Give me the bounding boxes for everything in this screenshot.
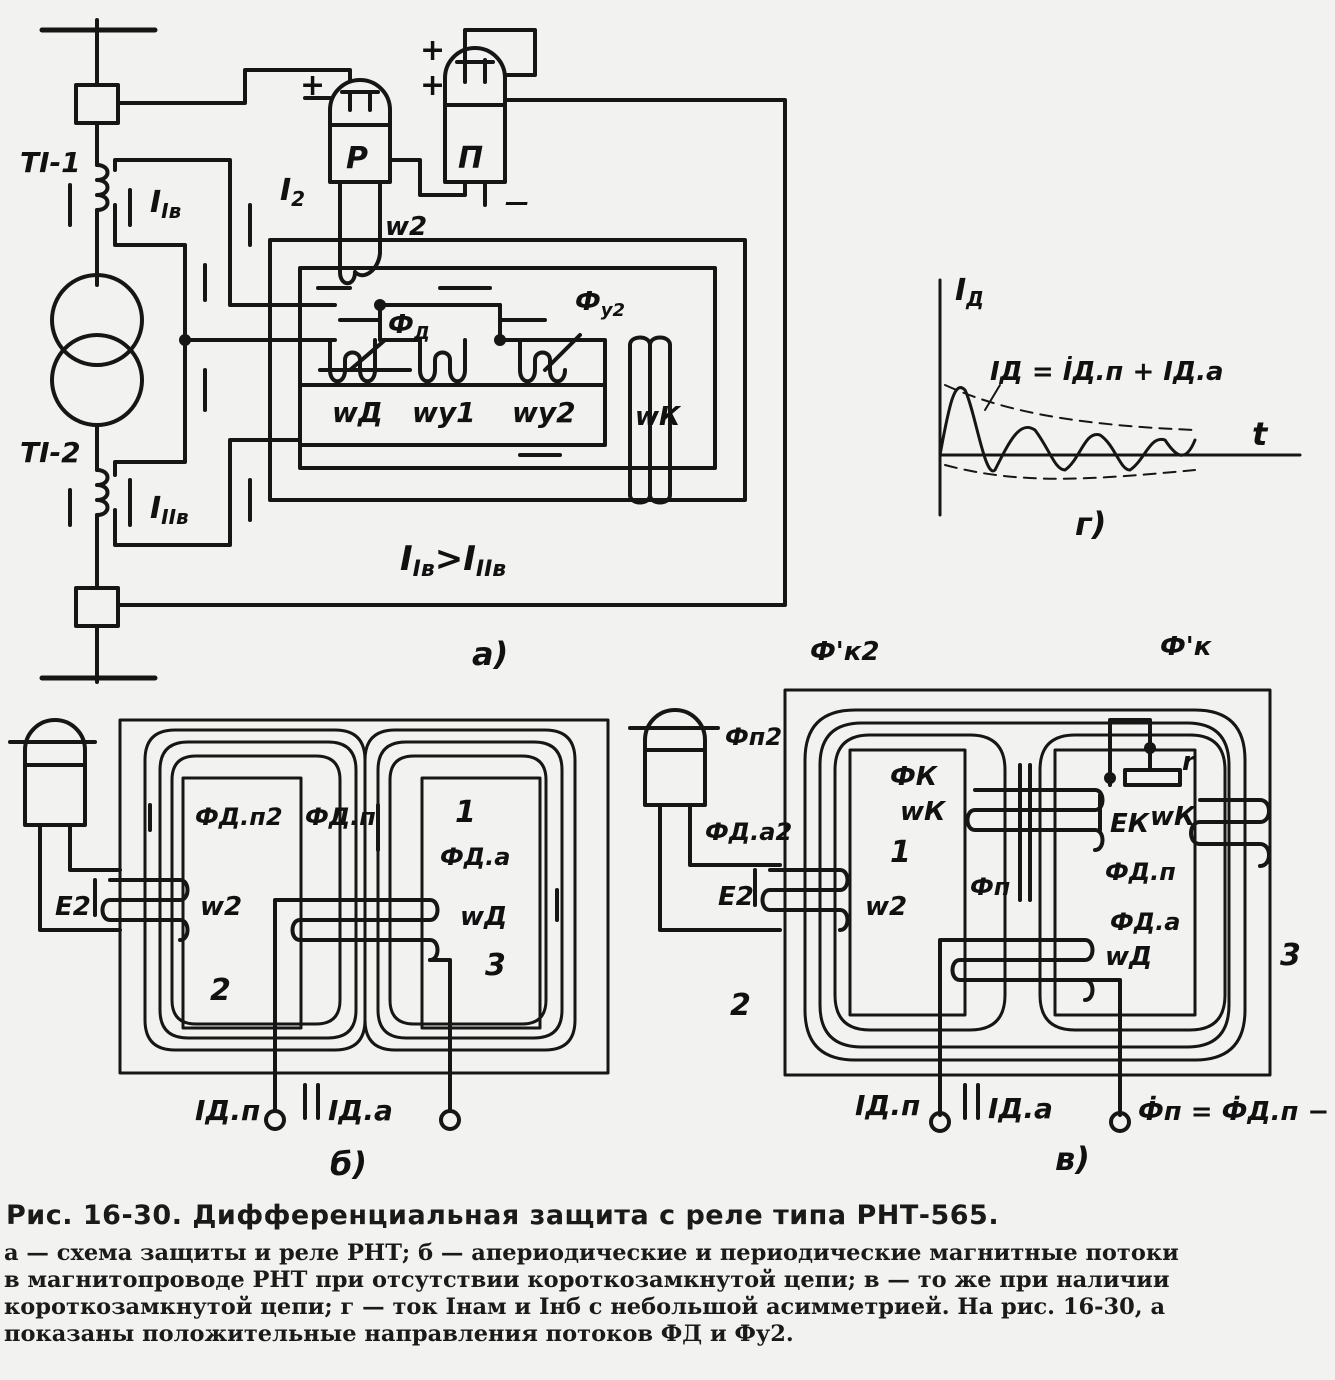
- label-ti2: TI-2: [20, 436, 81, 469]
- caption-line: в магнитопроводе РНТ при отсутствии коро…: [4, 1267, 1170, 1293]
- graph-formula: IД = İД.п + IД.а: [990, 355, 1224, 387]
- label-ti1: TI-1: [20, 146, 81, 179]
- label-w2-a: w2: [385, 212, 427, 242]
- caption-line: показаны положительные направления поток…: [4, 1321, 794, 1347]
- relay-pi-label: П: [458, 141, 483, 176]
- label-v-phik-inner: ФК: [890, 762, 939, 792]
- relay-p-body: [328, 78, 392, 184]
- graph-y-label: IД: [955, 273, 984, 311]
- label-v-wd: wД: [1105, 942, 1152, 972]
- caption-line: а — схема защиты и реле РНТ; б — апериод…: [4, 1240, 1179, 1266]
- label-v-r: r: [1182, 747, 1197, 777]
- label-wy2: wу2: [512, 396, 576, 429]
- label-v-1: 1: [890, 835, 911, 870]
- label-b-ida: IД.а: [328, 1094, 393, 1127]
- label-b-w2: w2: [200, 892, 242, 922]
- label-condition: IIв>IIIв: [400, 539, 506, 582]
- power-transformer-winding-2: [50, 333, 144, 427]
- caption-line: короткозамкнутой цепи; г — ток Iнам и Iн…: [4, 1294, 1166, 1320]
- label-b-idp: IД.п: [195, 1094, 260, 1127]
- plus-sign-pi-2: +: [420, 68, 445, 103]
- label-v-3: 3: [1280, 938, 1301, 973]
- figure-caption-body: а — схема защиты и реле РНТ; б — апериод…: [4, 1240, 1330, 1348]
- label-i1b: IIв: [150, 185, 181, 223]
- label-v-phi-da2: ФД.а2: [705, 818, 792, 846]
- plus-sign-pi-1: +: [420, 33, 445, 68]
- label-v: в): [1055, 1140, 1090, 1178]
- core-outline-b: [118, 718, 610, 1075]
- label-phi-y2: Фу2: [575, 287, 625, 321]
- label-a: а): [472, 635, 508, 673]
- figure-caption-title: Рис. 16-30. Дифференциальная защита с ре…: [6, 1200, 1000, 1231]
- label-b-wd: wД: [460, 902, 507, 932]
- label-b-2: 2: [210, 973, 231, 1008]
- label-b-phi-dp: ФД.п: [305, 803, 376, 831]
- plus-sign-p: +: [300, 68, 325, 103]
- label-v-ida: IД.а: [988, 1092, 1053, 1125]
- diagram-v: [628, 688, 1272, 1133]
- label-v-phi-dp: ФД.п: [1105, 858, 1176, 886]
- breaker-bottom: [74, 586, 120, 628]
- label-v-e2: E2: [718, 882, 754, 912]
- label-v-wk: wК: [1150, 802, 1197, 832]
- label-phi-d: ФД: [388, 310, 430, 344]
- label-b: б): [330, 1145, 367, 1183]
- label-b-phi-da: ФД.а: [440, 843, 511, 871]
- label-i2b: IIIв: [150, 491, 189, 529]
- label-v-idp: IД.п: [855, 1089, 920, 1122]
- label-b-e2: E2: [55, 892, 91, 922]
- label-wy1: wу1: [412, 396, 476, 429]
- label-wd-a: wД: [332, 396, 383, 429]
- graph-t-label: t: [1252, 415, 1269, 453]
- relay-core-middle: [298, 266, 717, 470]
- diagram-a: [39, 18, 787, 684]
- label-v-phi-k2: Ф'к2: [810, 637, 879, 667]
- label-v-ek: EК: [1110, 809, 1151, 839]
- breaker-top: [74, 83, 120, 125]
- label-v-wk-inner: wК: [900, 797, 947, 827]
- label-g: г): [1075, 505, 1106, 543]
- figure-diagram: TI-1 TI-2 IIв IIIв I2 Р П + + + — w2 ФД …: [8, 18, 1335, 1183]
- diagram-b: [8, 718, 610, 1131]
- label-i2: I2: [280, 173, 305, 211]
- core-outline-v: [783, 688, 1272, 1077]
- label-v-2: 2: [730, 988, 751, 1023]
- relay-p-label: Р: [346, 141, 368, 176]
- label-b-phi-dp2: ФД.п2: [195, 803, 283, 831]
- label-v-phi-pi: Фп: [970, 873, 1010, 901]
- minus-sign: —: [505, 188, 529, 216]
- relay-core-outer: [268, 238, 747, 502]
- graph-g: [938, 278, 1302, 517]
- label-b-3: 3: [485, 948, 506, 983]
- label-v-phi-k: Ф'к: [1160, 632, 1213, 662]
- label-v-phi-da: ФД.а: [1110, 908, 1181, 936]
- label-b-1: 1: [455, 795, 476, 830]
- label-v-phi-p2: Фп2: [725, 723, 782, 751]
- power-transformer-winding-1: [50, 273, 144, 367]
- label-wk-a: wК: [635, 402, 682, 432]
- label-v-w2: w2: [865, 892, 907, 922]
- label-v-formula: Ф̇п = Ф̇Д.п − Ф̇к: [1138, 1094, 1335, 1127]
